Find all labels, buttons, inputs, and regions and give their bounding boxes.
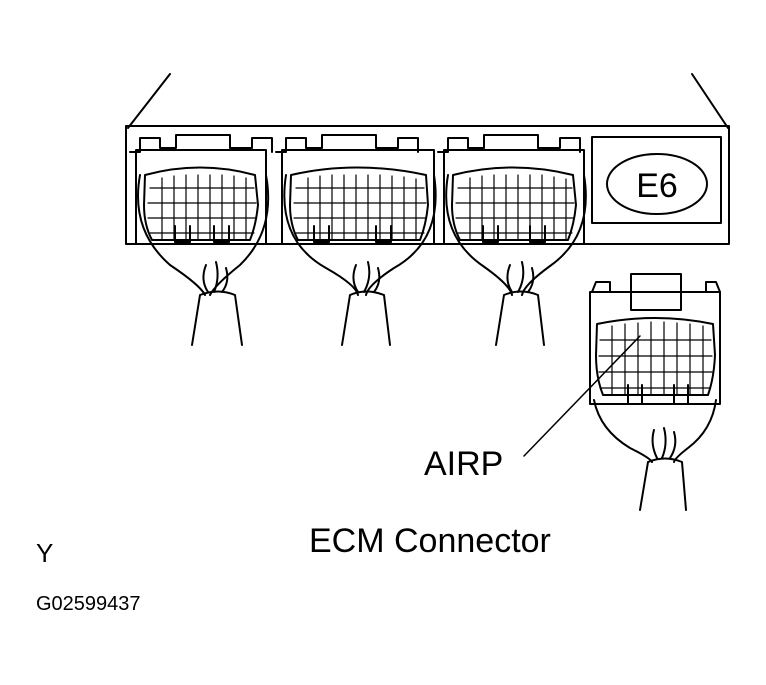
connector-tag: E6 [636,167,678,205]
pin-grid-2 [293,174,427,241]
ecm-connector-3 [437,134,587,346]
airp-pin-label: AIRP [424,445,503,483]
pin-grid-3 [455,174,575,241]
ecm-connector-1 [129,134,273,346]
figure-code: G02599437 [36,593,141,615]
e6-tag: E6 [591,136,722,224]
airp-leader-line [523,335,641,457]
pin-grid-closeup [598,321,713,396]
pin-grid-1 [147,174,257,241]
corner-letter: Y [36,538,53,568]
diagram-caption: ECM Connector [309,522,551,560]
ecm-connector-2 [275,134,437,346]
harness-connector-closeup [589,273,721,511]
